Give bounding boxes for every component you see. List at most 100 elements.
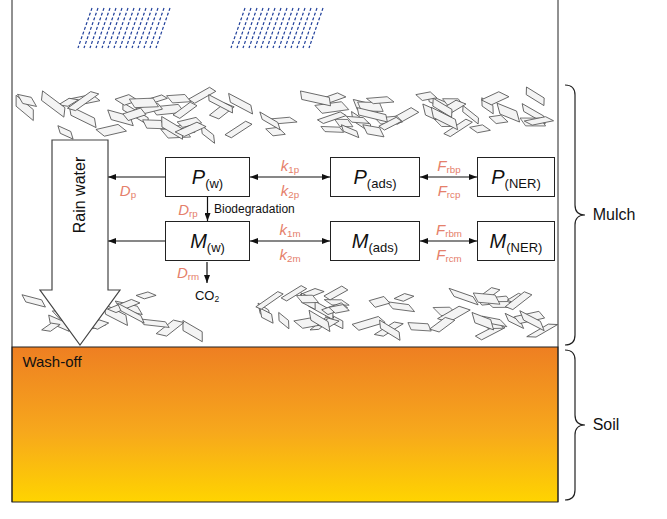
flux-arrow: [108, 240, 165, 241]
rain-streak: [237, 8, 251, 48]
compartment-label: M(NER): [490, 231, 543, 251]
mulch-flake: [42, 319, 60, 335]
compartment-box: M(NER): [477, 221, 555, 261]
rate-label: Frcm: [436, 247, 461, 262]
mulch-flake: [257, 308, 277, 323]
mulch-flake: [472, 293, 500, 304]
rain-streak: [273, 8, 287, 48]
compartment-box: P(w): [165, 157, 250, 197]
arrow-outline: [40, 140, 120, 345]
mulch-flake: [175, 120, 206, 140]
mulch-flake: [156, 316, 184, 340]
mulch-flake: [494, 103, 523, 122]
mulch-flake: [305, 310, 334, 331]
rate-label: Drp: [178, 202, 198, 217]
flux-arrow: [207, 197, 208, 221]
rain-streak: [291, 8, 305, 48]
mulch-flake: [394, 290, 414, 304]
layer-label: Mulch: [593, 207, 636, 223]
rate-label: k2m: [279, 247, 300, 262]
mulch-flake: [256, 290, 283, 311]
process-label: Wash-off: [22, 354, 81, 369]
rain-streak: [243, 8, 257, 48]
mulch-flake: [123, 107, 146, 121]
mulch-flake: [369, 295, 390, 308]
rain-streak: [255, 8, 269, 48]
compartment-label: M(w): [190, 231, 225, 251]
rain-streak: [231, 8, 245, 48]
flux-arrow: [250, 240, 330, 241]
brace: [565, 85, 585, 345]
rain-streak: [249, 8, 263, 48]
mulch-flake: [428, 107, 462, 129]
rain-streak: [90, 8, 104, 48]
mulch-flake: [266, 127, 286, 137]
mulch-flake: [321, 126, 344, 132]
mulch-flake: [296, 295, 318, 303]
product-label: CO2: [195, 289, 219, 302]
compartment-box: M(ads): [330, 221, 420, 261]
mulch-flake: [96, 123, 127, 138]
mulch-flake: [386, 302, 415, 312]
rain-streak: [150, 8, 164, 48]
mulch-flake: [517, 311, 547, 331]
mulch-flake: [346, 116, 370, 123]
mulch-flake: [38, 91, 69, 117]
mulch-flake: [523, 87, 547, 106]
mulch-flake: [524, 115, 553, 126]
mulch-flake: [129, 98, 158, 108]
rate-label: k2p: [281, 183, 299, 198]
compartment-label: P(NER): [491, 167, 540, 187]
mulch-flake: [206, 95, 235, 113]
mulch-flake: [469, 312, 497, 329]
rain-arrow: Rain water: [52, 140, 108, 290]
mulch-flake: [299, 91, 333, 106]
brace: [565, 350, 585, 500]
compartment-label: P(ads): [354, 167, 397, 187]
process-label: Biodegradation: [213, 203, 296, 215]
mulch-flake: [281, 284, 306, 303]
mulch-flake: [339, 125, 360, 138]
compartment-label: P(w): [192, 167, 223, 187]
rate-label: k1p: [281, 158, 299, 173]
rate-label: Drm: [177, 265, 199, 280]
rain-drops: [78, 8, 323, 48]
flux-arrow: [420, 240, 477, 241]
mulch-flake: [366, 96, 394, 104]
compartment-box: M(w): [165, 221, 250, 261]
rain-streak: [96, 8, 110, 48]
rain-streak: [126, 8, 140, 48]
rate-label: Dp: [120, 183, 136, 198]
rate-label: Frbp: [437, 158, 460, 173]
flux-arrow: [250, 176, 330, 177]
rain-streak: [285, 8, 299, 48]
rain-streak: [297, 8, 311, 48]
rain-streak: [120, 8, 134, 48]
rain-streak: [108, 8, 122, 48]
layer-label: Soil: [593, 417, 620, 433]
mulch-flake: [167, 94, 191, 103]
rate-label: Frcp: [438, 183, 461, 198]
emission-arrow: [206, 262, 207, 283]
column-wall: [12, 0, 13, 502]
mulch-flake: [20, 295, 46, 307]
mulch-flake: [173, 100, 197, 120]
mulch-flake: [136, 290, 156, 301]
rain-streak: [267, 8, 281, 48]
rain-streak: [78, 8, 92, 48]
mulch-flake: [11, 95, 39, 120]
mulch-flake: [376, 320, 403, 340]
compartment-box: P(ads): [330, 157, 420, 197]
rain-streak: [279, 8, 293, 48]
rain-streak: [132, 8, 146, 48]
rain-streak: [84, 8, 98, 48]
flux-arrow: [420, 176, 477, 177]
rain-streak: [261, 8, 275, 48]
mulch-flake: [460, 106, 481, 124]
flux-arrow: [108, 176, 165, 177]
rain-streak: [144, 8, 158, 48]
mulch-flake: [481, 89, 509, 108]
mulch-flake: [16, 94, 38, 106]
mulch-flake: [55, 126, 75, 139]
